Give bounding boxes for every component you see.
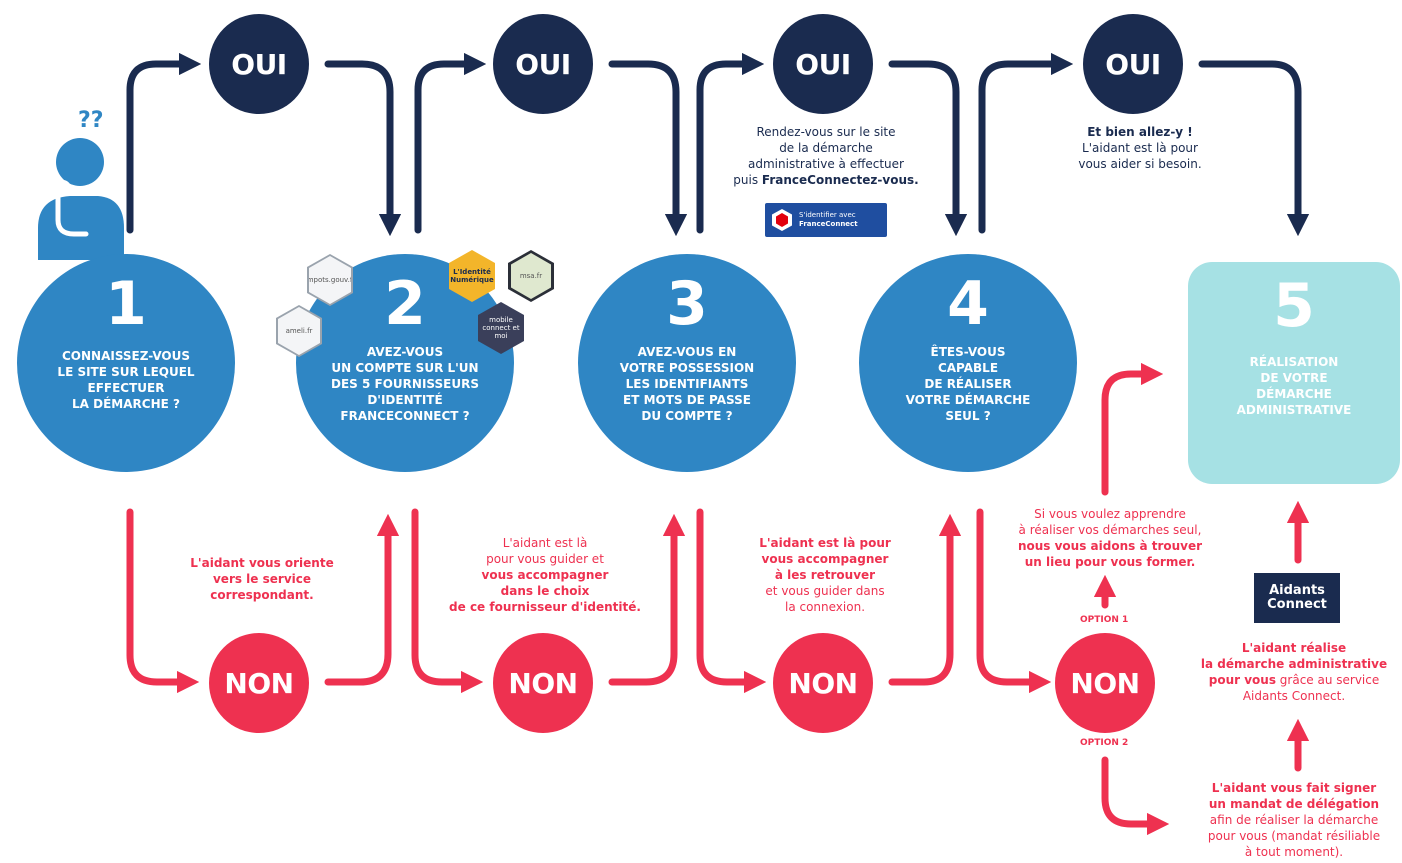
yes-node-3: OUI bbox=[773, 14, 873, 114]
thinking-person-icon bbox=[38, 138, 124, 260]
step-number: 4 bbox=[947, 269, 989, 339]
arrow-yes-1-down bbox=[324, 60, 402, 237]
arrow-no-1-up bbox=[324, 513, 400, 686]
franceconnect-logo-icon bbox=[772, 209, 792, 231]
arrow-no-4-down bbox=[976, 508, 1052, 694]
option-1-label: OPTION 1 bbox=[1080, 615, 1129, 625]
no-3-explanation: L'aidant est là pour vous accompagner à … bbox=[759, 536, 891, 614]
yes-node-1: OUI bbox=[209, 14, 309, 114]
arrow-no-2-up bbox=[608, 513, 686, 686]
aidant-realise-text: L'aidant réalise la démarche administrat… bbox=[1200, 641, 1388, 703]
no-1-explanation: L'aidant vous oriente vers le service co… bbox=[190, 556, 334, 602]
yes-4-explanation: Et bien allez-y ! L'aidant est là pour v… bbox=[1078, 125, 1202, 171]
step-number: 3 bbox=[666, 269, 708, 339]
arrow-yes-2-up bbox=[414, 52, 487, 234]
step-number: 1 bbox=[105, 269, 147, 339]
franceconnect-button[interactable]: S'identifier avec FranceConnect bbox=[765, 203, 887, 237]
yes-3-explanation: Rendez-vous sur le site de la démarche a… bbox=[733, 125, 919, 187]
arrow-yes-2-down bbox=[608, 60, 688, 237]
arrow-no-3-down bbox=[696, 508, 767, 694]
no-node-3: NON bbox=[773, 633, 873, 733]
question-marks: ?? bbox=[78, 108, 104, 133]
aidants-connect-logo: Aidants Connect bbox=[1254, 573, 1340, 623]
arrow-no-1-down bbox=[126, 508, 200, 694]
yes-node-4: OUI bbox=[1083, 14, 1183, 114]
option-1-explanation: Si vous voulez apprendre à réaliser vos … bbox=[1017, 507, 1203, 569]
arrow-option2-curve bbox=[1101, 756, 1170, 836]
step-number: 5 bbox=[1273, 271, 1315, 341]
arrow-no-2-down bbox=[411, 508, 484, 694]
provider-msa-logo: msa.fr bbox=[508, 250, 554, 302]
arrow-option1-curve bbox=[1101, 362, 1164, 496]
step-number: 2 bbox=[384, 269, 426, 339]
mandat-text: L'aidant vous fait signer un mandat de d… bbox=[1207, 781, 1381, 859]
no-2-explanation: L'aidant est là pour vous guider et vous… bbox=[449, 536, 641, 614]
arrow-yes-3-down bbox=[888, 60, 968, 237]
arrow-yes-1-up bbox=[126, 52, 202, 234]
no-node-1: NON bbox=[209, 633, 309, 733]
arrow-yes-4-down bbox=[1198, 60, 1310, 237]
franceconnect-button-label: S'identifier avec FranceConnect bbox=[799, 211, 858, 228]
option-2-label: OPTION 2 bbox=[1080, 738, 1129, 748]
no-node-4: NON bbox=[1055, 633, 1155, 733]
arrow-yes-4-up bbox=[978, 52, 1074, 234]
arrow-yes-3-up bbox=[696, 52, 765, 234]
yes-node-2: OUI bbox=[493, 14, 593, 114]
no-node-2: NON bbox=[493, 633, 593, 733]
arrow-no-3-up bbox=[888, 513, 962, 686]
